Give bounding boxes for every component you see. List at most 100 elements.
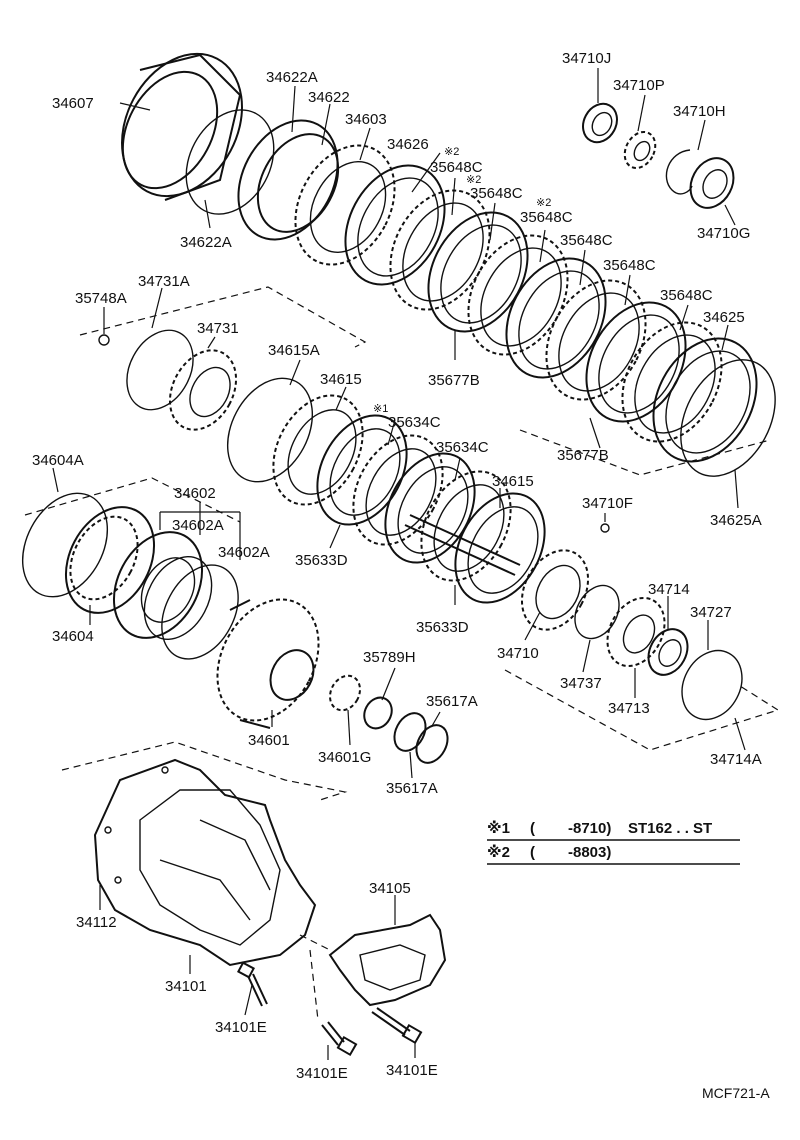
label-34101E-3: 34101E	[386, 1062, 438, 1079]
snap-ring-34604A	[21, 492, 109, 598]
o-ring-34602A-2	[161, 564, 239, 660]
label-35789H: 35789H	[363, 649, 416, 666]
label-34603: 34603	[345, 111, 387, 128]
label-34607: 34607	[52, 95, 94, 112]
one-way-clutch-34731	[168, 349, 238, 431]
label-34710J: 34710J	[562, 50, 611, 67]
group-box-middle	[24, 477, 241, 523]
label-35648C-2: 35648C	[470, 185, 523, 202]
group-box-upper	[79, 286, 367, 348]
label-34602A-2: 34602A	[218, 544, 270, 561]
label-34710: 34710	[497, 645, 539, 662]
label-34731: 34731	[197, 320, 239, 337]
label-35648C-3: 35648C	[520, 209, 573, 226]
snap-ring-34622A-upper	[185, 109, 275, 215]
label-star2-b: ※2	[466, 174, 481, 186]
label-34602A-1: 34602A	[172, 517, 224, 534]
label-34602: 34602	[174, 485, 216, 502]
label-34604: 34604	[52, 628, 94, 645]
label-34604A: 34604A	[32, 452, 84, 469]
piston-34602	[112, 531, 204, 639]
label-35634C-1: 35634C	[388, 414, 441, 431]
note-2-open: (	[530, 844, 535, 861]
label-34710P: 34710P	[613, 77, 665, 94]
label-34622A-bottom: 34622A	[180, 234, 232, 251]
label-34710F: 34710F	[582, 495, 633, 512]
small-pin-35748A	[98, 334, 110, 346]
label-35648C-4: 35648C	[560, 232, 613, 249]
label-34615-top: 34615	[320, 371, 362, 388]
label-34622A-top: 34622A	[266, 69, 318, 86]
small-pin-34710F	[600, 523, 610, 533]
label-34601: 34601	[248, 732, 290, 749]
label-35634C-2: 35634C	[436, 439, 489, 456]
label-35748A: 35748A	[75, 290, 127, 307]
case-dash-line	[299, 934, 331, 1021]
seal-ring-35617A-2	[415, 724, 449, 764]
label-35648C-1: 35648C	[430, 159, 483, 176]
label-34727: 34727	[690, 604, 732, 621]
label-34731A: 34731A	[138, 273, 190, 290]
label-34625A: 34625A	[710, 512, 762, 529]
bolt-34101E-2	[321, 1021, 358, 1057]
snap-ring-34615A	[226, 377, 314, 483]
group-box-upper-right	[519, 429, 771, 476]
snap-ring-34714A	[681, 649, 743, 721]
seal-ring-35617A-1	[393, 712, 427, 752]
label-34710H: 34710H	[673, 103, 726, 120]
label-34101: 34101	[165, 978, 207, 995]
snap-ring-34625A	[680, 359, 776, 477]
bolt-34101E-3	[371, 1007, 423, 1045]
group-box-lower-right	[504, 669, 780, 751]
part-labels: 34607 34622A 34622 34603 34626 ※2 35648C…	[32, 50, 762, 1082]
label-34101E-1: 34101E	[215, 1019, 267, 1036]
label-35617A-2: 35617A	[386, 780, 438, 797]
clutch-drum-34601	[216, 598, 320, 729]
bearing-group-34710	[582, 102, 735, 209]
bearing-34737	[574, 584, 620, 640]
label-34626: 34626	[387, 136, 429, 153]
label-35648C-5: 35648C	[603, 257, 656, 274]
label-34101E-2: 34101E	[296, 1065, 348, 1082]
bearing-34714	[647, 628, 689, 676]
plate-34615-upper	[272, 394, 364, 506]
label-34105: 34105	[369, 880, 411, 897]
label-star1: ※1	[373, 403, 388, 415]
note-1-models: ST162 . . ST	[628, 820, 712, 837]
note-1-range: -8710)	[568, 820, 611, 837]
label-34615A: 34615A	[268, 342, 320, 359]
label-35617A-1: 35617A	[426, 693, 478, 710]
snap-ring-34731A	[126, 329, 194, 411]
label-34622: 34622	[308, 89, 350, 106]
piston-34604	[64, 506, 156, 614]
label-34737: 34737	[560, 675, 602, 692]
note-2-range: -8803)	[568, 844, 611, 861]
group-box-case	[61, 741, 348, 801]
notes-table: ※1 ( -8710) ST162 . . ST ※2 ( -8803)	[487, 819, 740, 865]
label-35633D-1: 35633D	[295, 552, 348, 569]
note-1-open: (	[530, 820, 535, 837]
note-1-mark: ※1	[487, 819, 510, 837]
o-ring-34602A-1	[143, 555, 213, 641]
transaxle-case-34101	[93, 758, 317, 967]
piston-34622	[237, 119, 340, 241]
washer-35789H	[363, 696, 393, 730]
diagram-code: MCF721-A	[702, 1085, 770, 1101]
label-star2-c: ※2	[536, 197, 551, 209]
label-34714A: 34714A	[710, 751, 762, 768]
label-34713: 34713	[608, 700, 650, 717]
drum-34607	[121, 52, 243, 201]
bolt-34101E-1	[237, 961, 268, 1007]
label-35633D-2: 35633D	[416, 619, 469, 636]
planetary-shaft-34710	[404, 514, 590, 631]
label-34601G: 34601G	[318, 749, 371, 766]
clutch-plate-stack-middle	[316, 414, 546, 604]
label-34710G: 34710G	[697, 225, 750, 242]
label-star2-a: ※2	[444, 146, 459, 158]
note-2-mark: ※2	[487, 843, 510, 861]
label-35677B-1: 35677B	[428, 372, 480, 389]
label-35677B-2: 35677B	[557, 447, 609, 464]
flange-34625	[652, 337, 758, 463]
label-34714: 34714	[648, 581, 690, 598]
